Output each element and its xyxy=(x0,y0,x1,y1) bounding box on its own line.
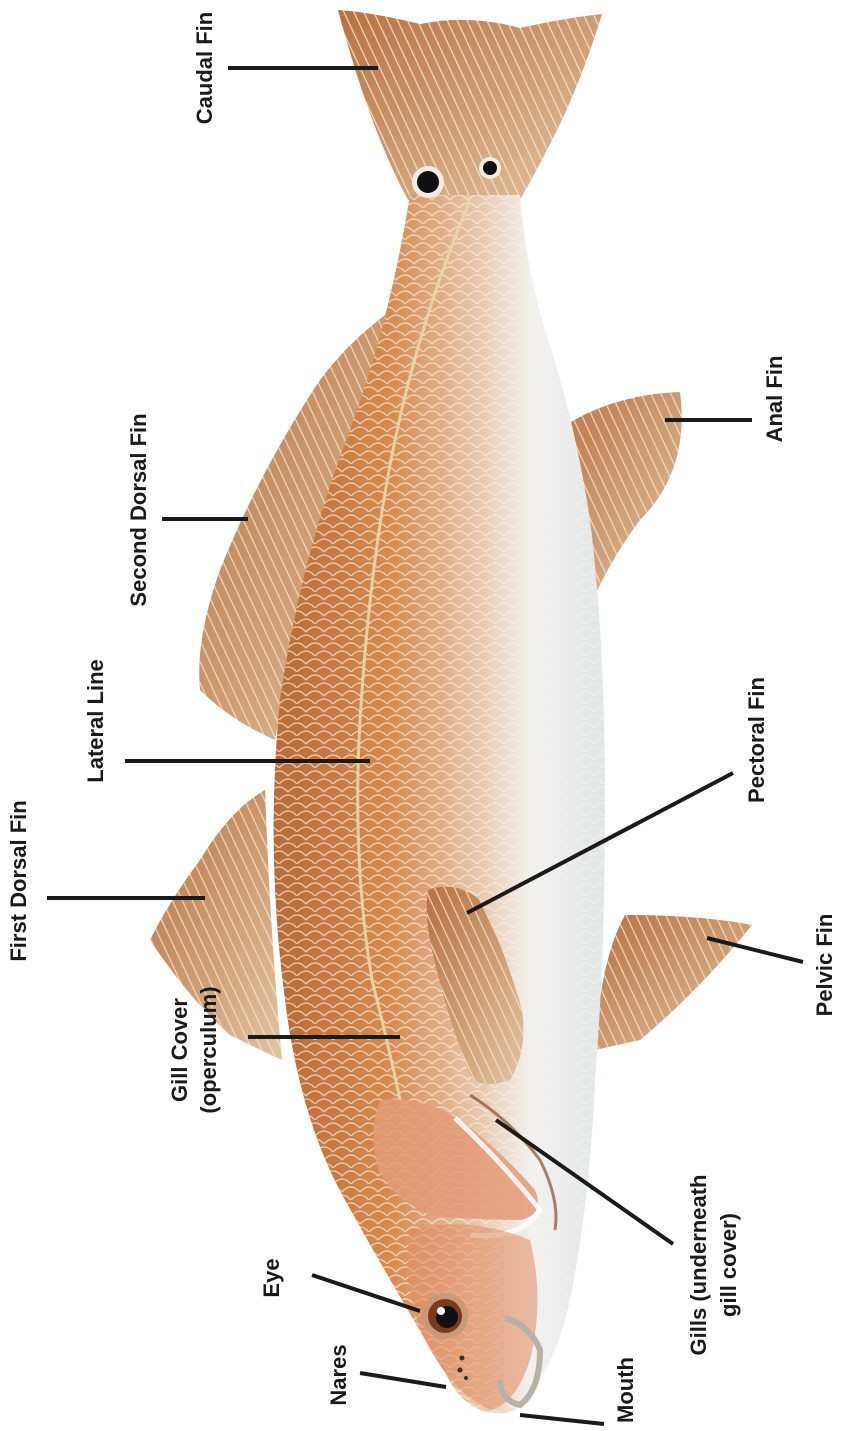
fish-illustration xyxy=(150,10,752,1413)
pelvic-fin xyxy=(595,915,752,1050)
label-mouth: Mouth xyxy=(613,1357,638,1423)
label-first-dorsal-fin: First Dorsal Fin xyxy=(6,800,31,961)
label-pelvic-fin: Pelvic Fin xyxy=(812,914,837,1017)
label-second-dorsal-fin: Second Dorsal Fin xyxy=(126,413,151,606)
label-lateral-line: Lateral Line xyxy=(83,659,108,782)
label-caudal-fin: Caudal Fin xyxy=(192,12,217,124)
caudal-fin xyxy=(338,10,602,200)
label-gills-line2: gill cover) xyxy=(716,1213,741,1317)
label-nares: Nares xyxy=(326,1344,351,1405)
label-pectoral-fin: Pectoral Fin xyxy=(744,677,769,803)
eye xyxy=(422,1293,468,1339)
label-gill-cover-line2: (operculum) xyxy=(196,986,221,1113)
leader-mouth xyxy=(520,1415,604,1424)
label-gills-line1: Gills (underneath xyxy=(686,1175,711,1356)
leader-nares xyxy=(360,1373,446,1387)
label-anal-fin: Anal Fin xyxy=(762,356,787,443)
label-eye: Eye xyxy=(259,1258,284,1297)
label-gill-cover-line1: Gill Cover xyxy=(167,998,192,1102)
